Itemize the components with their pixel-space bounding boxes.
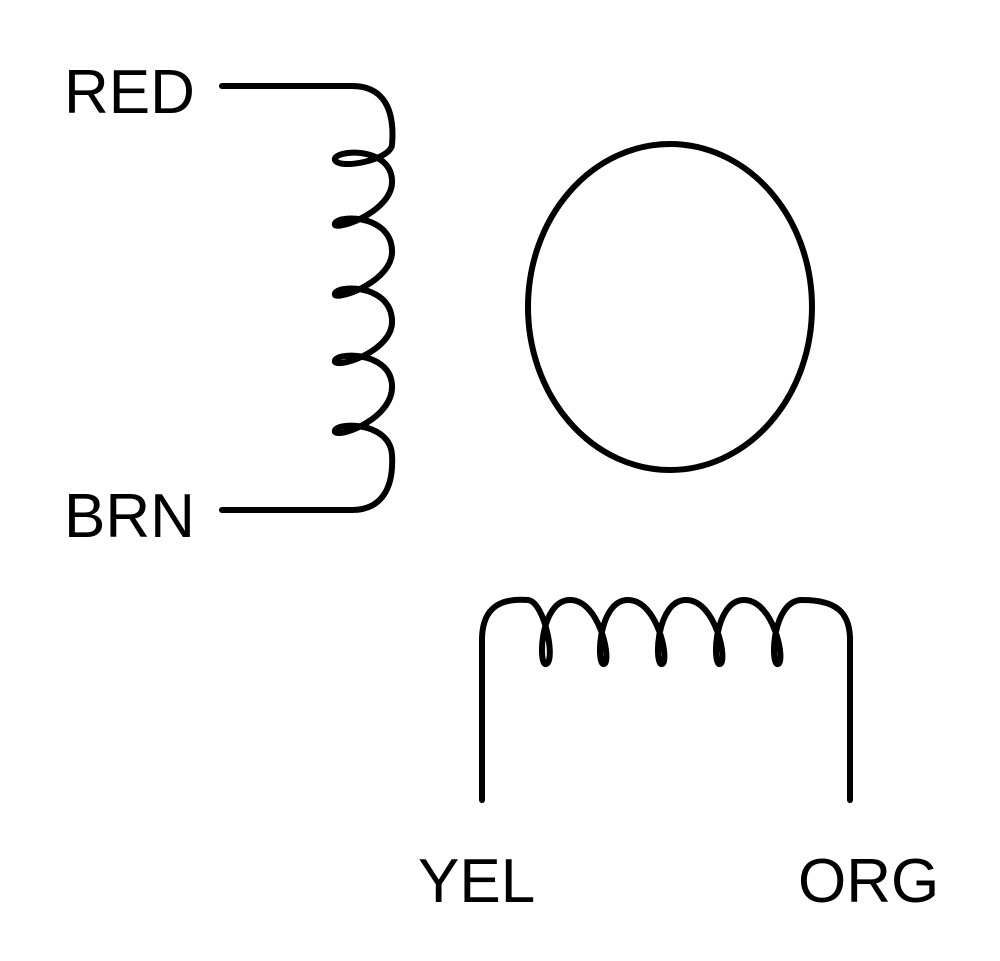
vertical-coil — [332, 83, 396, 513]
label-org: ORG — [798, 847, 939, 916]
winding-yel-org — [479, 596, 853, 803]
label-red: RED — [64, 58, 195, 127]
winding-red-brn — [219, 83, 396, 513]
rotor-circle — [525, 141, 815, 473]
horizontal-coil — [479, 596, 853, 668]
label-yel: YEL — [418, 847, 535, 916]
label-brn: BRN — [64, 482, 195, 551]
